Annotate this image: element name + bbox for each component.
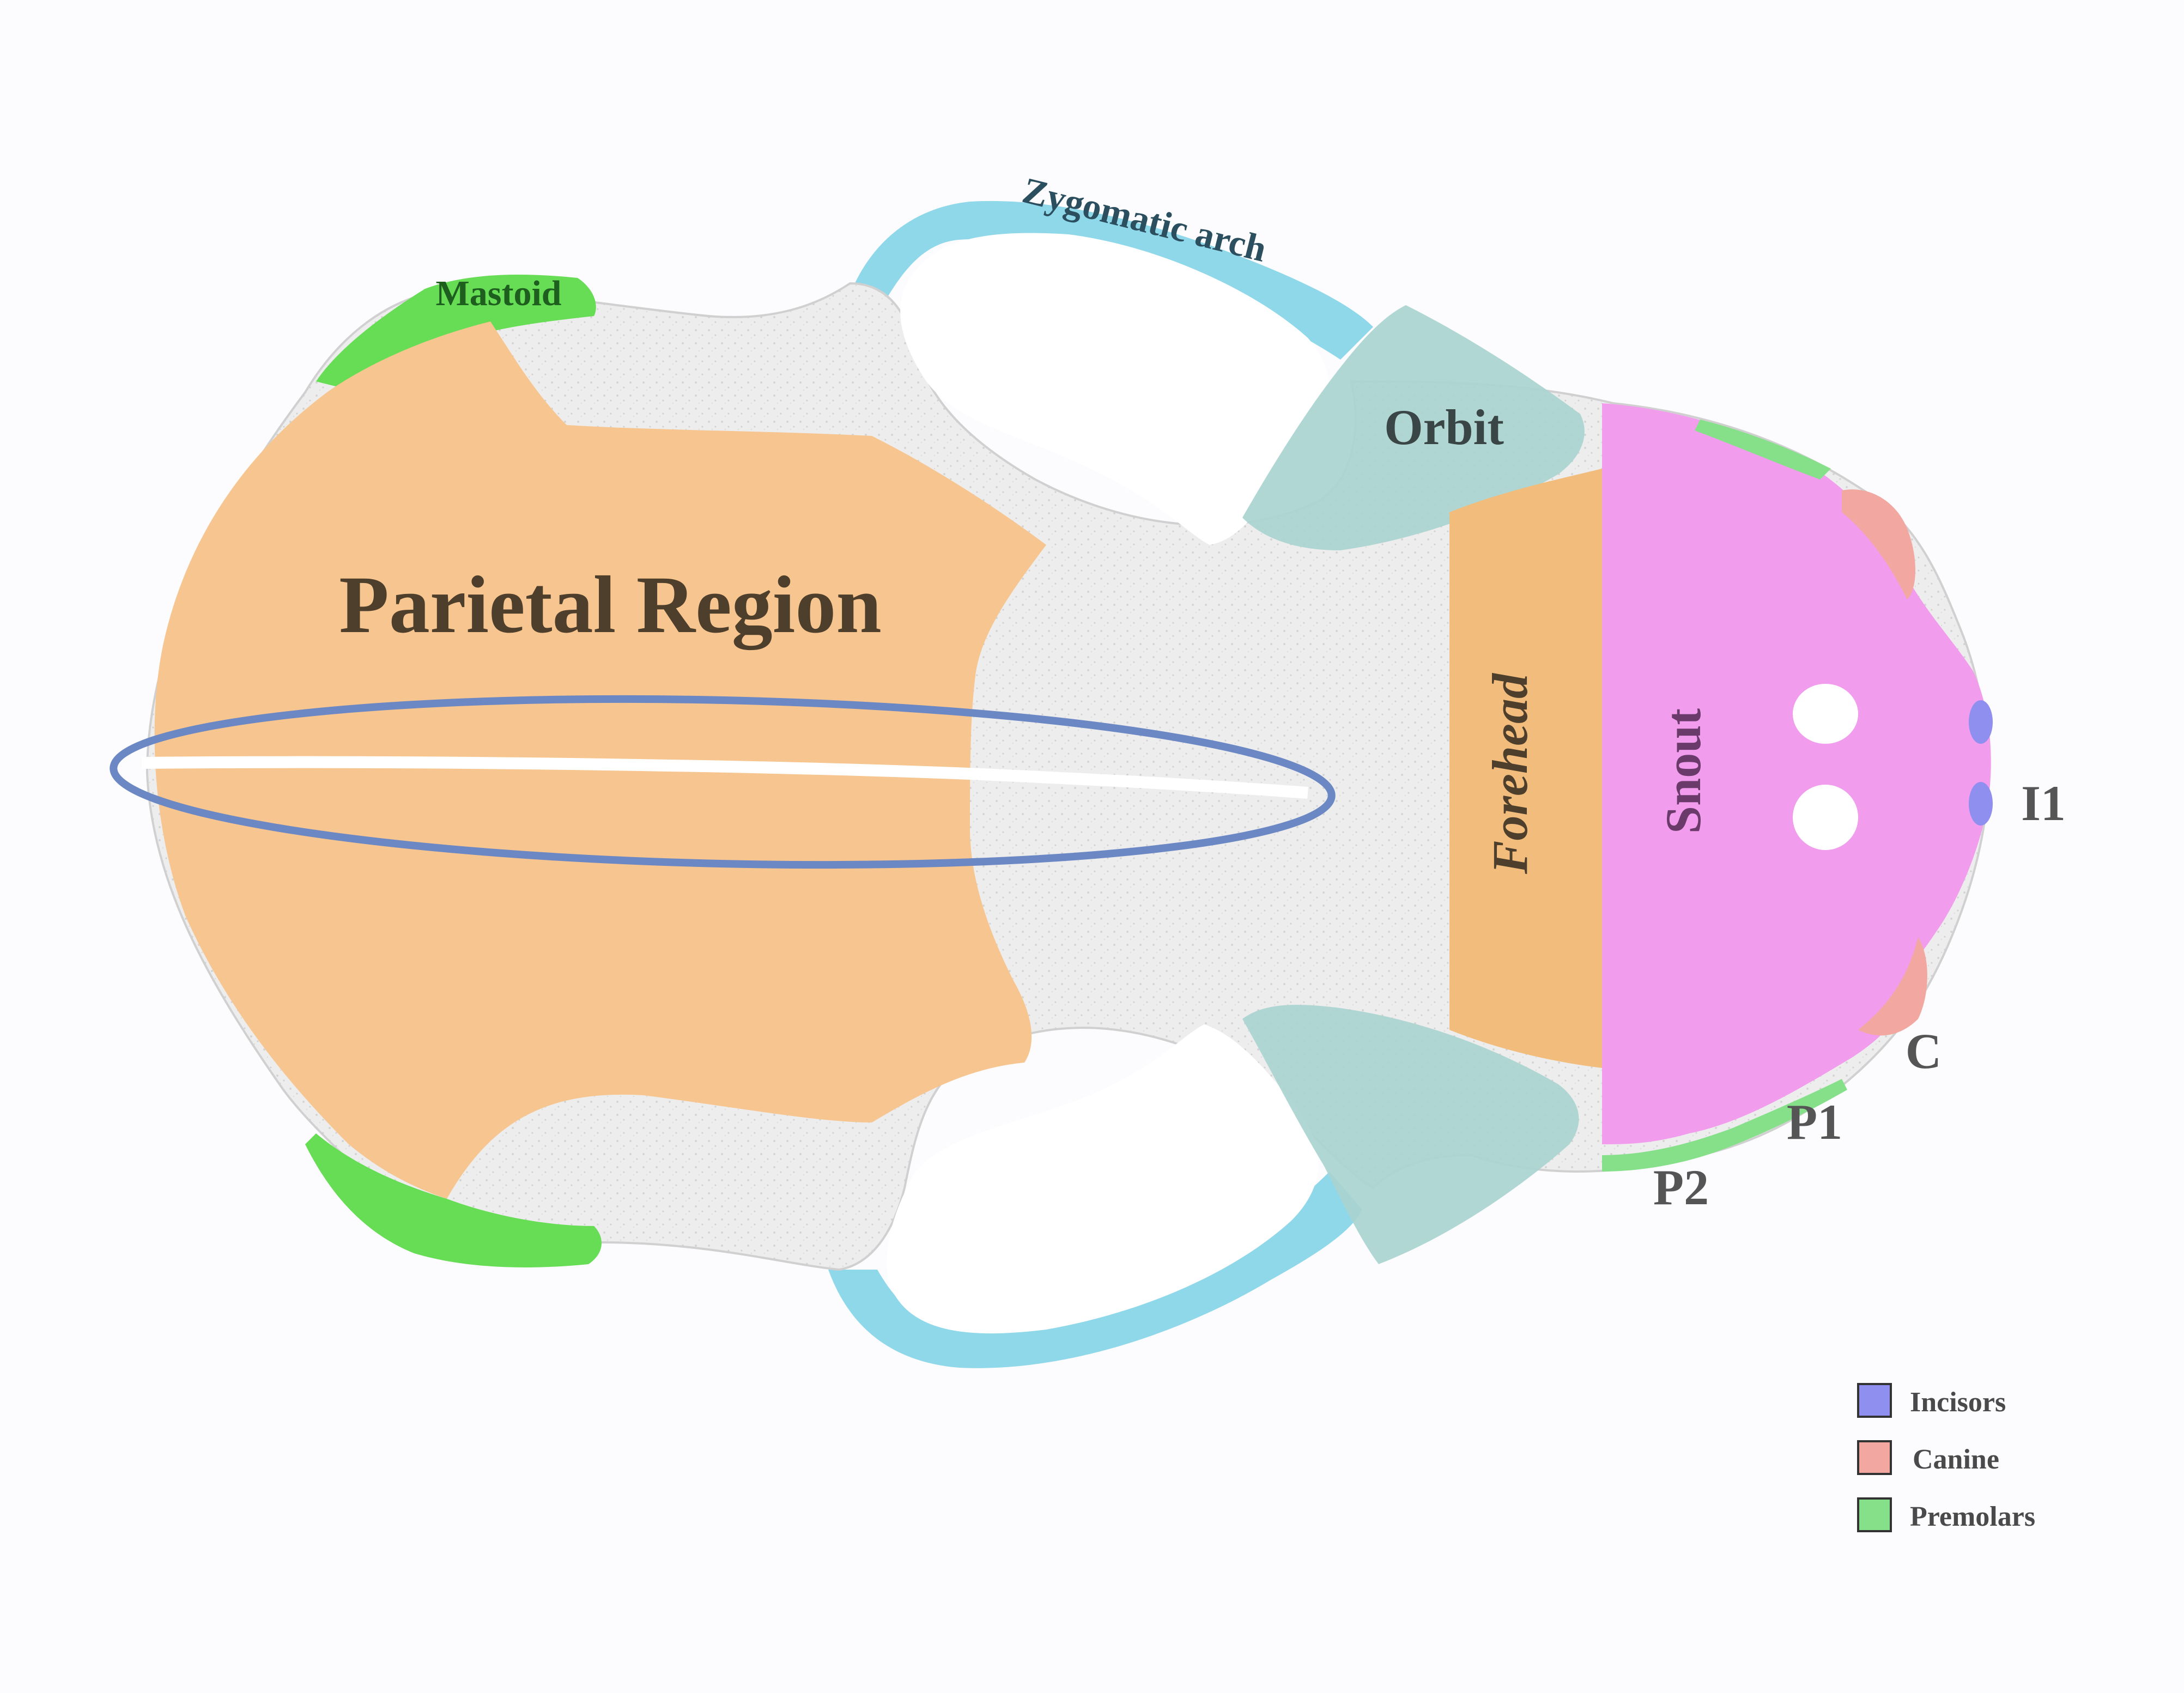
legend: Incisors Canine Premolars bbox=[1857, 1383, 2035, 1532]
legend-label-incisors: Incisors bbox=[1910, 1387, 2006, 1418]
orbit-region-top bbox=[1242, 305, 1585, 550]
orbit-region-bottom bbox=[1242, 1005, 1579, 1264]
orbit-opening-bottom bbox=[887, 1024, 1319, 1334]
premolar-bottom-mark bbox=[1602, 1079, 1847, 1172]
canine-top-mark bbox=[1842, 489, 1915, 599]
nasal-opening-bottom bbox=[1793, 785, 1858, 850]
premolar-p2-label: P2 bbox=[1653, 1160, 1709, 1215]
forehead-region bbox=[1449, 469, 1602, 1068]
legend-label-canine: Canine bbox=[1913, 1444, 1999, 1475]
legend-label-premolars: Premolars bbox=[1910, 1501, 2035, 1532]
orbit-label: Orbit bbox=[1384, 399, 1504, 455]
zygomatic-arch-top bbox=[850, 201, 1373, 360]
mastoid-region-bottom bbox=[305, 1133, 602, 1267]
legend-swatch-incisors bbox=[1857, 1383, 1892, 1418]
incisor-i1-label: I1 bbox=[2021, 775, 2066, 831]
legend-swatch-canine bbox=[1857, 1440, 1892, 1475]
suture-highlight-ellipse bbox=[110, 695, 1336, 869]
parietal-region-label: Parietal Region bbox=[339, 560, 882, 650]
incisor-bottom-mark bbox=[1969, 782, 1993, 826]
incisor-top-mark bbox=[1969, 700, 1993, 744]
nasal-opening-top bbox=[1793, 684, 1858, 744]
snout-region bbox=[1602, 403, 1991, 1144]
snout-label: Snout bbox=[1655, 708, 1711, 834]
mastoid-label: Mastoid bbox=[436, 274, 562, 313]
premolar-p1-label: P1 bbox=[1787, 1094, 1842, 1150]
sagittal-suture bbox=[141, 756, 1308, 799]
canine-bottom-mark bbox=[1858, 937, 1927, 1036]
premolar-top-mark bbox=[1695, 420, 1831, 480]
orbit-opening-top bbox=[900, 233, 1330, 545]
canine-c-label: C bbox=[1906, 1023, 1942, 1079]
legend-swatch-premolars bbox=[1857, 1497, 1892, 1532]
forehead-label: Forehead bbox=[1482, 672, 1538, 875]
